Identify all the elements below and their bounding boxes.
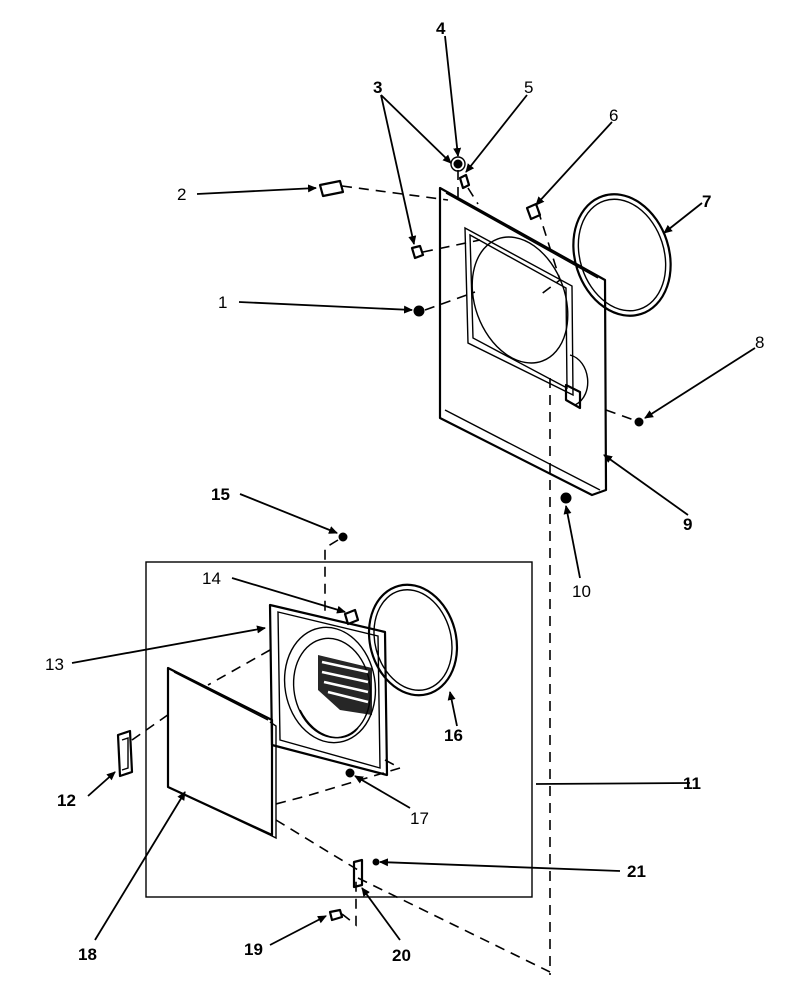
callout-11: 11 <box>683 774 701 793</box>
callout-19: 19 <box>244 940 263 959</box>
callout-6: 6 <box>609 106 618 125</box>
callout-4: 4 <box>436 19 446 38</box>
lint-screen-grille <box>318 655 372 715</box>
callout-8: 8 <box>755 333 764 352</box>
callout-16: 16 <box>444 726 463 745</box>
small-parts-lower <box>328 532 380 922</box>
callout-18: 18 <box>78 945 97 964</box>
callout-3: 3 <box>373 78 382 97</box>
callout-14: 14 <box>202 569 221 588</box>
callout-20: 20 <box>392 946 411 965</box>
callout-17: 17 <box>410 809 429 828</box>
callout-12: 12 <box>57 791 76 810</box>
callout-1: 1 <box>218 293 227 312</box>
door-seal-ring <box>367 583 459 697</box>
callout-5: 5 <box>524 78 533 97</box>
door-gasket-ring <box>572 193 672 317</box>
callout-2: 2 <box>177 185 186 204</box>
callout-9: 9 <box>683 515 692 534</box>
assembly-lines-upper <box>341 170 635 975</box>
outer-door-panel <box>166 666 277 840</box>
leader-lines <box>71 35 756 946</box>
small-parts-upper <box>318 156 644 504</box>
callout-10: 10 <box>572 582 591 601</box>
door-assembly-frame <box>145 561 533 898</box>
callout-7: 7 <box>702 192 711 211</box>
callout-labels: 1 2 3 4 5 6 7 8 9 10 11 12 13 14 15 16 1… <box>45 19 764 965</box>
callout-15: 15 <box>211 485 230 504</box>
callout-13: 13 <box>45 655 64 674</box>
assembly-lines-lower <box>131 539 551 973</box>
front-panel <box>438 186 608 497</box>
callout-21: 21 <box>627 862 646 881</box>
door-handle <box>116 729 134 778</box>
